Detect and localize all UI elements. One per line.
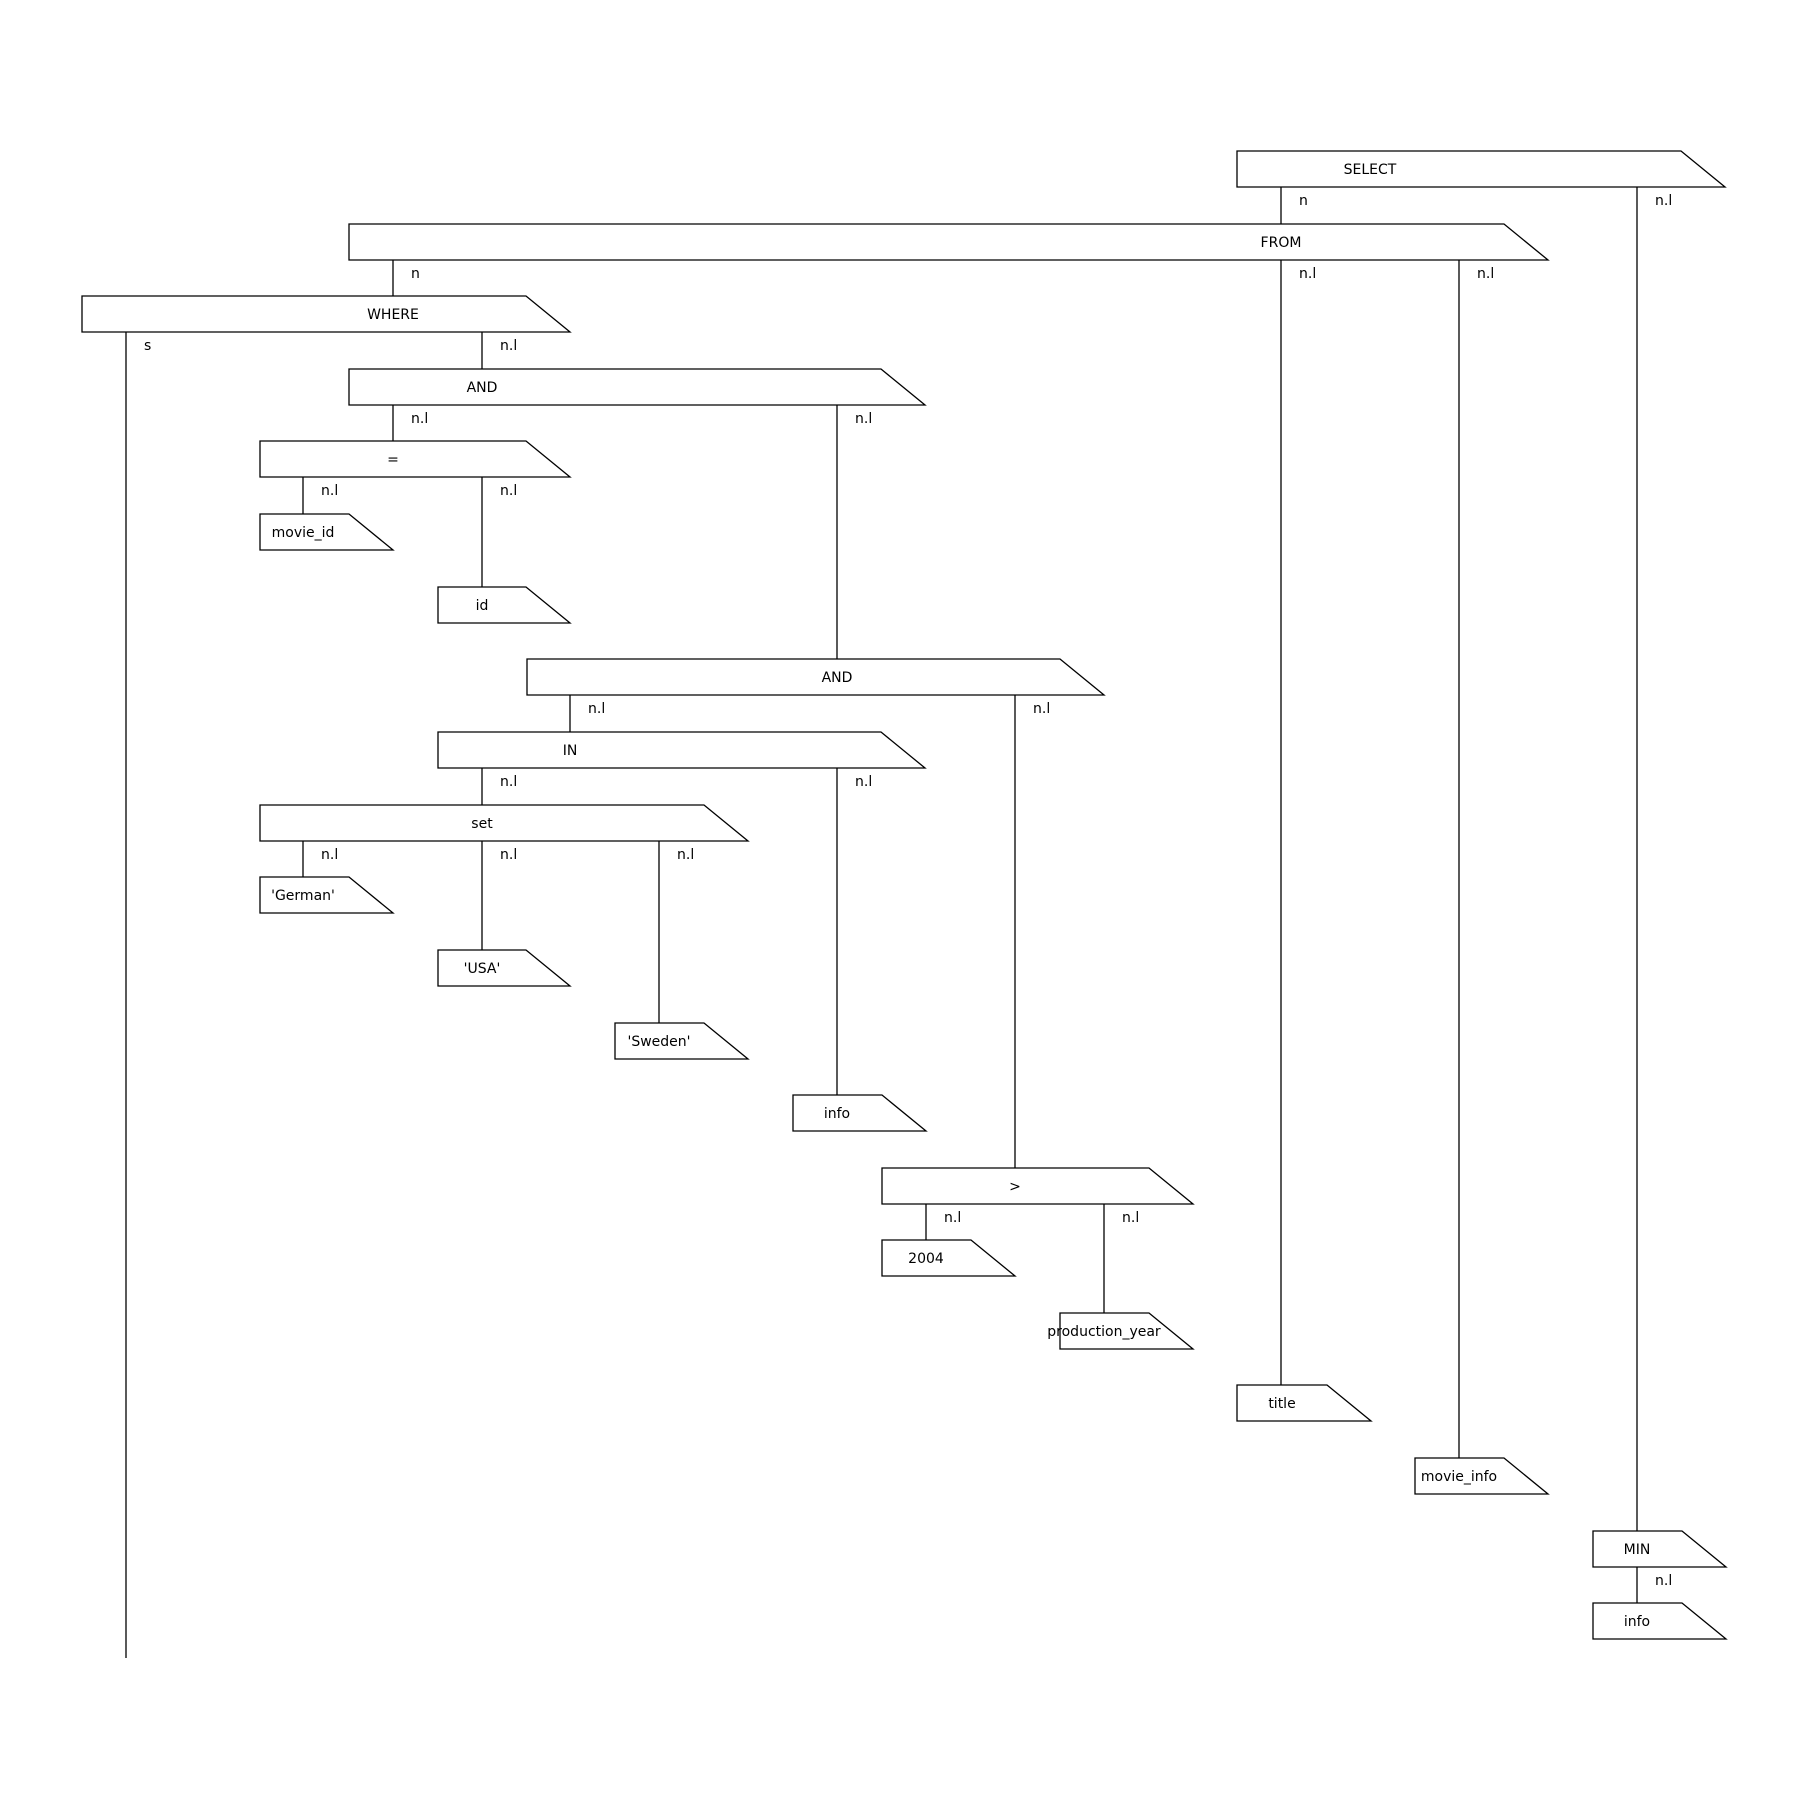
edge-label: n.l xyxy=(321,483,338,499)
node-shape xyxy=(348,368,927,406)
node-shape xyxy=(1236,150,1727,188)
node-from: FROM xyxy=(348,223,1550,261)
edge-label: n.l xyxy=(1033,701,1050,717)
node-shape xyxy=(1592,1602,1728,1640)
node-label: production_year xyxy=(1047,1324,1161,1340)
node-label: WHERE xyxy=(367,307,419,323)
node-shape xyxy=(259,513,395,551)
node-label: AND xyxy=(467,380,498,396)
node-movie-info: movie_info xyxy=(1414,1457,1550,1495)
node-shape xyxy=(881,1239,1017,1277)
node-label: set xyxy=(471,816,493,832)
node-label: title xyxy=(1268,1396,1295,1412)
node-label: FROM xyxy=(1261,235,1302,251)
node-label: MIN xyxy=(1624,1542,1651,1558)
node-label: movie_id xyxy=(272,525,335,541)
edge-label: n.l xyxy=(1122,1210,1139,1226)
node-label: 'German' xyxy=(271,888,335,904)
node-shape xyxy=(526,658,1106,696)
edge-label: n.l xyxy=(321,847,338,863)
edge-label: n.l xyxy=(855,774,872,790)
node-shape xyxy=(348,223,1550,261)
node-production-year: production_year xyxy=(1047,1312,1195,1350)
edge-label: n.l xyxy=(944,1210,961,1226)
edge-label: n.l xyxy=(1477,266,1494,282)
node-year2004: 2004 xyxy=(881,1239,1017,1277)
node-label: = xyxy=(387,452,399,468)
node-label: movie_info xyxy=(1421,1469,1497,1485)
node-shape xyxy=(259,440,572,478)
edge-label: n.l xyxy=(500,774,517,790)
node-set: set xyxy=(259,804,750,842)
node-german: 'German' xyxy=(259,876,395,914)
edge-label: n.l xyxy=(500,338,517,354)
node-shape xyxy=(792,1094,928,1132)
node-info1: info xyxy=(792,1094,928,1132)
node-shape xyxy=(259,804,750,842)
node-shape xyxy=(81,295,572,333)
node-shape xyxy=(1059,1312,1195,1350)
node-shape xyxy=(437,949,572,987)
edge-label: n.l xyxy=(588,701,605,717)
node-shape xyxy=(437,586,572,624)
node-sweden: 'Sweden' xyxy=(614,1022,750,1060)
edge-label: n.l xyxy=(411,411,428,427)
node-min: MIN xyxy=(1592,1530,1728,1568)
node-shape xyxy=(1592,1530,1728,1568)
edge-label: n.l xyxy=(1655,1573,1672,1589)
nodes-layer: SELECTFROMWHEREAND=movie_ididANDINset'Ge… xyxy=(81,150,1728,1640)
node-movie-id: movie_id xyxy=(259,513,395,551)
node-label: SELECT xyxy=(1344,162,1397,178)
node-info2: info xyxy=(1592,1602,1728,1640)
edge-label: n.l xyxy=(500,847,517,863)
node-shape xyxy=(1414,1457,1550,1495)
node-and1: AND xyxy=(348,368,927,406)
node-label: 2004 xyxy=(908,1251,944,1267)
node-shape xyxy=(614,1022,750,1060)
edge-label: n.l xyxy=(1655,193,1672,209)
edge-label: s xyxy=(144,338,151,354)
node-shape xyxy=(437,731,927,769)
node-shape xyxy=(881,1167,1195,1205)
edge-labels-layer: n n.l n n.l n.l s n.l n.l n.l n.l n.l n.l n.l n.l n.l n… xyxy=(144,193,1672,1589)
node-label: IN xyxy=(563,743,578,759)
node-id: id xyxy=(437,586,572,624)
edge-label: n.l xyxy=(1299,266,1316,282)
node-and2: AND xyxy=(526,658,1106,696)
node-label: info xyxy=(824,1106,850,1122)
edge-label: n.l xyxy=(500,483,517,499)
node-label: info xyxy=(1624,1614,1650,1630)
node-in: IN xyxy=(437,731,927,769)
node-select: SELECT xyxy=(1236,150,1727,188)
node-label: 'USA' xyxy=(464,961,501,977)
edge-label: n.l xyxy=(677,847,694,863)
edges-layer xyxy=(125,187,1638,1658)
edge-label: n.l xyxy=(855,411,872,427)
node-eq: = xyxy=(259,440,572,478)
node-usa: 'USA' xyxy=(437,949,572,987)
node-title: title xyxy=(1236,1384,1373,1422)
node-label: AND xyxy=(822,670,853,686)
node-label: > xyxy=(1009,1179,1021,1195)
node-label: id xyxy=(476,598,489,614)
node-gt: > xyxy=(881,1167,1195,1205)
node-label: 'Sweden' xyxy=(627,1034,690,1050)
edge-label: n xyxy=(411,266,420,282)
node-where: WHERE xyxy=(81,295,572,333)
node-shape xyxy=(1236,1384,1373,1422)
node-shape xyxy=(259,876,395,914)
edge-label: n xyxy=(1299,193,1308,209)
